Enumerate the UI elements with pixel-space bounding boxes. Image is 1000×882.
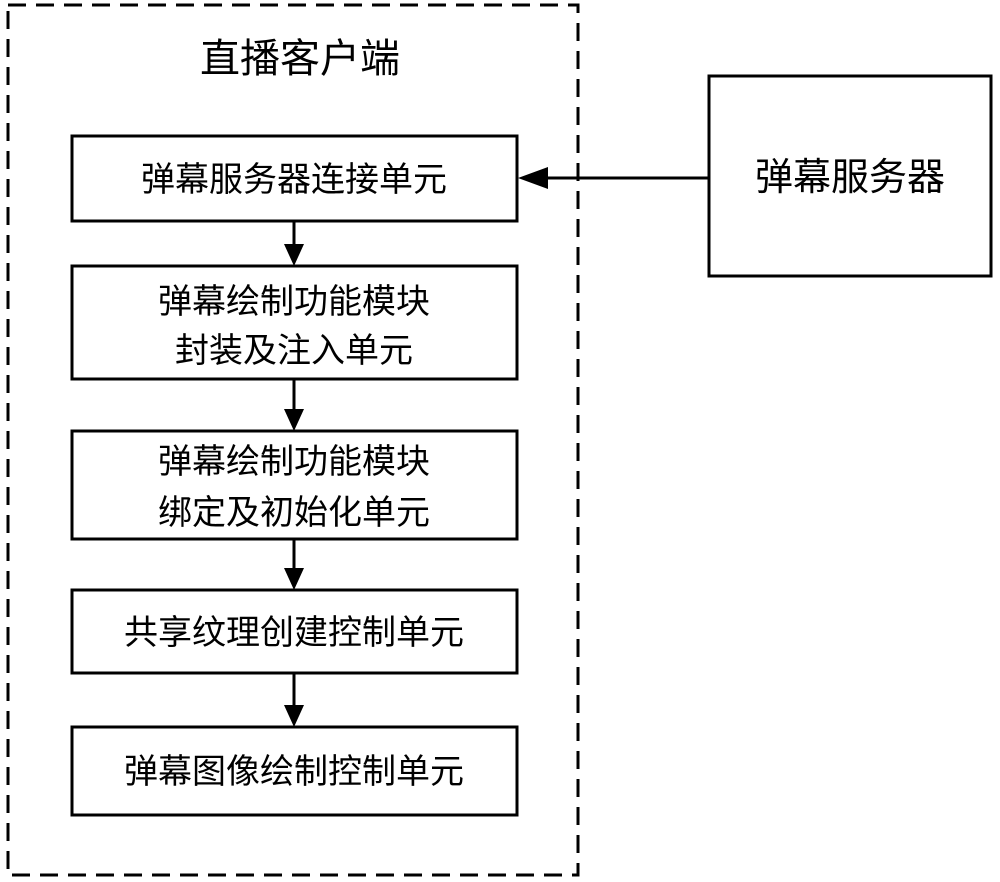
unit-image-draw: 弹幕图像绘制控制单元 — [70, 725, 519, 817]
arrow-server-to-connection — [518, 167, 709, 189]
unit-shared-texture: 共享纹理创建控制单元 — [70, 588, 519, 675]
arrow-connection-to-package — [284, 221, 304, 266]
arrowhead-down-icon — [284, 244, 304, 266]
unit-package-inject-label-line2: 封装及注入单元 — [175, 331, 413, 371]
unit-image-draw-box — [70, 725, 519, 817]
server-box — [707, 74, 993, 278]
unit-connection-label: 弹幕服务器连接单元 — [141, 160, 447, 200]
arrowhead-down-icon — [284, 568, 304, 590]
server-label: 弹幕服务器 — [755, 155, 945, 199]
unit-shared-texture-label: 共享纹理创建控制单元 — [124, 613, 464, 653]
unit-bind-init-label-line2: 绑定及初始化单元 — [158, 493, 430, 533]
arrow-bind-to-texture — [284, 539, 304, 590]
arrowhead-down-icon — [284, 705, 304, 727]
server: 弹幕服务器 — [707, 74, 993, 278]
arrowhead-left-icon — [518, 167, 548, 189]
unit-shared-texture-box — [70, 588, 519, 675]
unit-package-inject-label-line1: 弹幕绘制功能模块 — [158, 282, 430, 322]
unit-image-draw-label: 弹幕图像绘制控制单元 — [124, 752, 464, 792]
unit-bind-init-label-line1: 弹幕绘制功能模块 — [158, 442, 430, 482]
unit-connection: 弹幕服务器连接单元 — [70, 134, 519, 223]
client-container — [6, 3, 580, 877]
unit-bind-init: 弹幕绘制功能模块 绑定及初始化单元 — [70, 429, 519, 541]
arrow-texture-to-draw — [284, 673, 304, 727]
client-title: 直播客户端 — [200, 36, 400, 82]
arrowhead-down-icon — [284, 409, 304, 431]
arrow-package-to-bind — [284, 379, 304, 431]
unit-package-inject: 弹幕绘制功能模块 封装及注入单元 — [70, 264, 519, 381]
unit-package-inject-box — [70, 264, 519, 381]
